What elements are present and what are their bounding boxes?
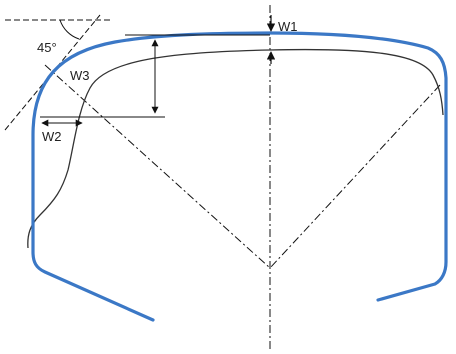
w2-label: W2 bbox=[42, 129, 62, 144]
angle-arc bbox=[59, 19, 80, 40]
inner-profile-curve bbox=[27, 48, 444, 249]
left-diagonal-line bbox=[44, 64, 271, 269]
right-diagonal-line bbox=[269, 84, 441, 269]
w1-label: W1 bbox=[278, 19, 298, 34]
angle-label: 45° bbox=[37, 40, 57, 55]
w3-label: W3 bbox=[70, 68, 90, 83]
outer-profile-curve bbox=[31, 31, 448, 322]
